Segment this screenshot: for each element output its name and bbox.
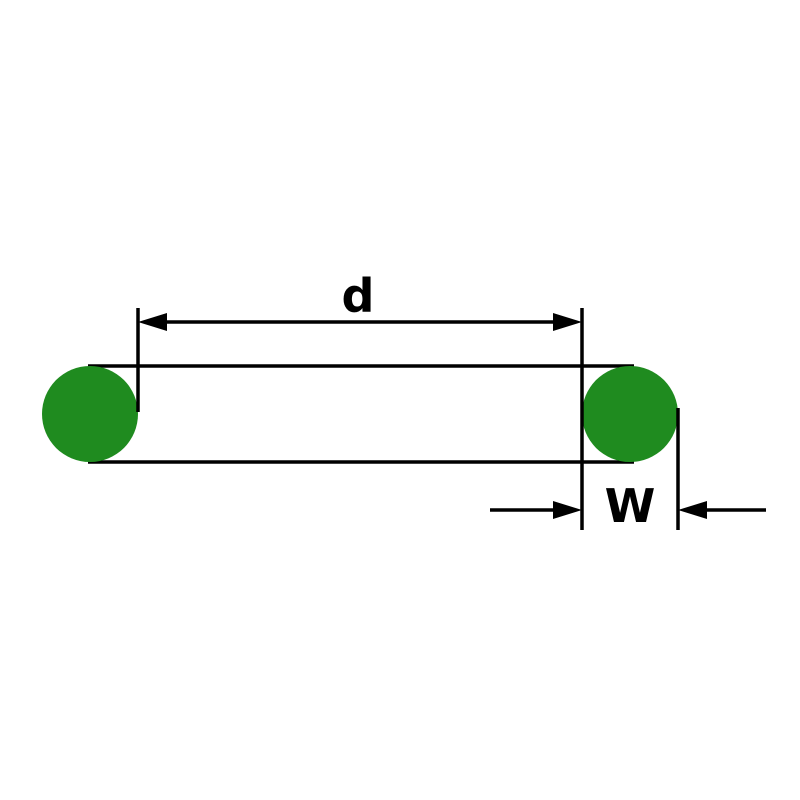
inner-diameter-label: d — [342, 269, 375, 323]
w-arrowhead-right-icon — [678, 501, 707, 519]
oring-cross-section-right — [582, 366, 678, 462]
d-arrowhead-left-icon — [138, 313, 167, 331]
cross-section-width-label: W — [605, 479, 656, 533]
oring-cross-section-left — [42, 366, 138, 462]
w-arrowhead-left-icon — [553, 501, 582, 519]
d-arrowhead-right-icon — [553, 313, 582, 331]
